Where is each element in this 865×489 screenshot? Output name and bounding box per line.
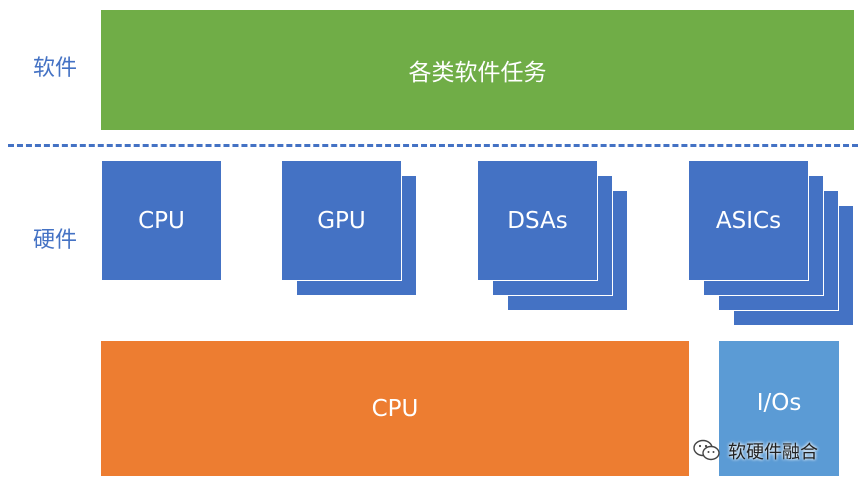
hw-cpu-label: CPU xyxy=(138,207,185,234)
hw-gpu-label: GPU xyxy=(317,207,366,234)
bottom-cpu-block: CPU xyxy=(101,341,689,476)
software-hardware-divider xyxy=(8,144,858,147)
hw-dsas-block: DSAs xyxy=(477,160,598,281)
hw-cpu-block: CPU xyxy=(101,160,222,281)
hw-asics-label: ASICs xyxy=(715,207,782,234)
hardware-label: 硬件 xyxy=(32,228,77,253)
wechat-icon xyxy=(692,438,722,464)
io-label: I/Os xyxy=(756,389,802,416)
watermark: 软硬件融合 xyxy=(692,438,818,464)
io-block: I/Os xyxy=(719,341,839,476)
hw-asics-block: ASICs xyxy=(688,160,809,281)
hw-gpu-block: GPU xyxy=(281,160,402,281)
watermark-text: 软硬件融合 xyxy=(728,442,818,463)
hw-dsas-label: DSAs xyxy=(507,207,568,234)
software-tasks-block: 各类软件任务 xyxy=(101,10,854,130)
software-label: 软件 xyxy=(32,56,77,81)
software-tasks-label: 各类软件任务 xyxy=(408,60,547,86)
bottom-cpu-label: CPU xyxy=(371,395,419,422)
